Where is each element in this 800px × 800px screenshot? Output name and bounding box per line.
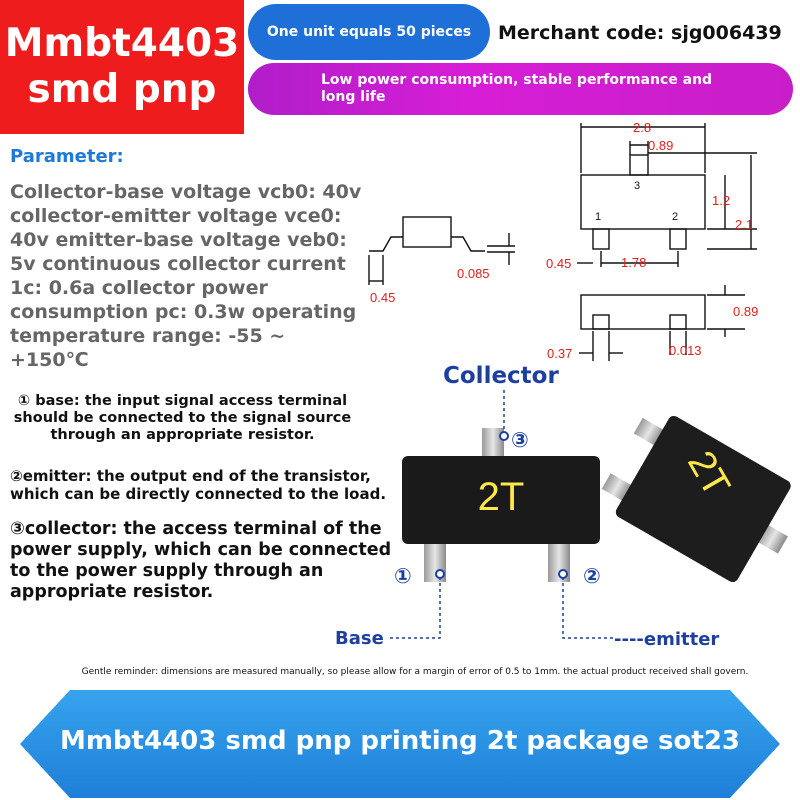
title-line-1: Mmbt4403	[4, 21, 240, 66]
banner-text: Mmbt4403 smd pnp printing 2t package sot…	[59, 726, 741, 756]
top-view-pin-2	[669, 228, 687, 250]
bottom-banner	[20, 690, 780, 798]
parameter-text: Collector-base voltage vcb0: 40v collect…	[10, 181, 362, 371]
dim-pin-footprint: 0.37	[547, 346, 572, 361]
bottom-view-body	[580, 294, 706, 330]
pin-number-3: 3	[634, 180, 640, 192]
dim-width-top: 2.8	[633, 120, 651, 135]
dim-body-height: 1.2	[712, 193, 730, 208]
note-base: ① base: the input signal access terminal…	[13, 393, 352, 443]
dim-pitch: 1.78	[621, 255, 646, 270]
base-label: Base	[335, 628, 384, 649]
product-title: Mmbt4403 smd pnp	[0, 0, 244, 134]
note-emitter: ②emitter: the output end of the transist…	[10, 467, 387, 503]
dim-total-height: 2.1	[735, 217, 753, 232]
dim-lead-left: 0.45	[546, 256, 571, 271]
feature-badge: Low power consumption, stable performanc…	[248, 63, 793, 115]
pin-number-2: 2	[672, 211, 678, 223]
side-view-body	[402, 216, 452, 248]
pin-number-1: 1	[595, 211, 601, 223]
feature-badge-text: Low power consumption, stable performanc…	[321, 72, 713, 105]
side-view-lead-left	[369, 236, 403, 252]
dim-bottom-height: 0.89	[733, 304, 758, 319]
chip-back-pin-1	[633, 417, 665, 446]
collector-label: Collector	[443, 363, 559, 389]
dim-standoff: 0.013	[669, 343, 702, 358]
title-line-2: smd pnp	[27, 67, 217, 112]
chip-illustration: 2T 2T ③ ① ②	[388, 390, 791, 639]
chip-body-front	[402, 456, 600, 544]
chip-back-pin-2	[601, 473, 633, 502]
pin-2-marker: ②	[583, 564, 601, 588]
parameter-heading: Parameter:	[10, 146, 124, 167]
pin-1-marker: ①	[394, 564, 412, 588]
bottom-view-pin-2	[669, 314, 687, 330]
top-view-pin-3	[629, 154, 649, 176]
dimension-drawing: 0.45 0.085 2.8 0.89 1.2 2.1 0.45 1.78 0.…	[368, 120, 758, 361]
chip-marking-front: 2T	[478, 475, 525, 519]
dim-pin-width-top: 0.89	[648, 138, 673, 153]
reminder-note: Gentle reminder: dimensions are measured…	[81, 667, 749, 677]
pin-3-marker: ③	[511, 428, 529, 452]
unit-badge: One unit equals 50 pieces	[248, 4, 490, 60]
emitter-label: ----emitter	[614, 629, 720, 650]
side-view-lead-right	[451, 236, 485, 252]
banner-shape	[20, 690, 780, 798]
dim-side-lead-thickness: 0.085	[457, 266, 490, 281]
merchant-code: Merchant code: sjg006439	[498, 22, 782, 44]
top-view-pin-1	[592, 228, 610, 250]
chip-pin-collector	[482, 428, 504, 458]
chip-body-back	[615, 415, 791, 583]
dim-side-lead-length: 0.45	[370, 290, 395, 305]
bottom-view-pin-1	[592, 314, 610, 330]
note-collector: ③collector: the access terminal of the p…	[10, 519, 392, 602]
